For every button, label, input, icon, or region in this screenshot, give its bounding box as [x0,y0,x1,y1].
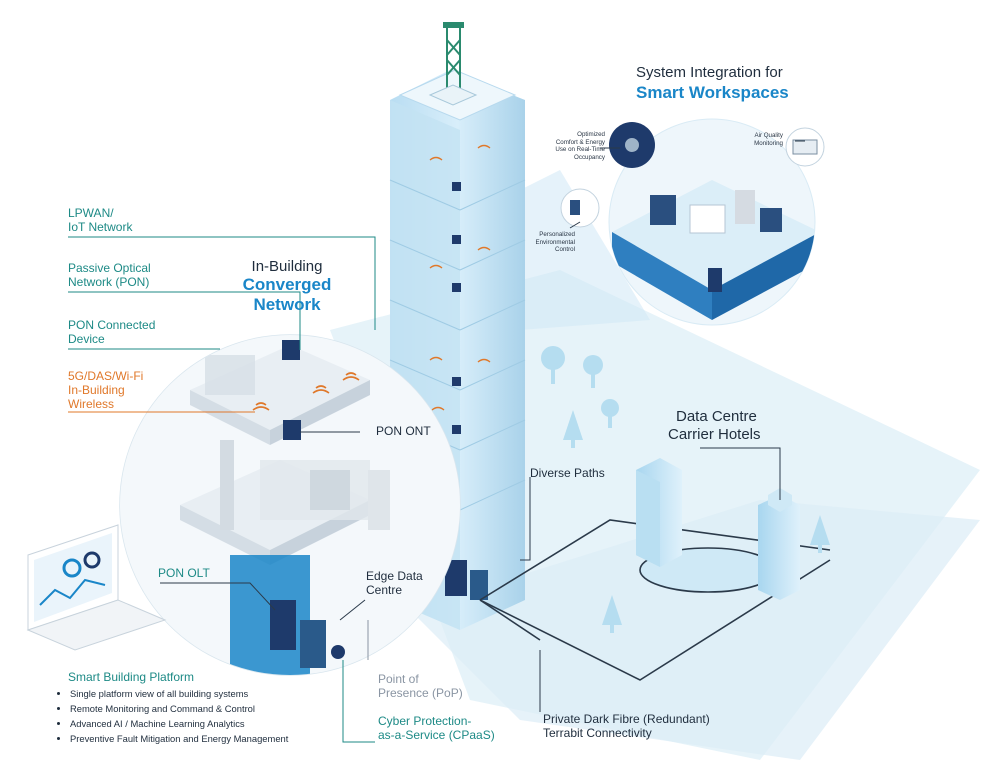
platform-bullet-list: Single platform view of all building sys… [58,686,288,746]
leader-lines [68,140,805,743]
label-pon: Passive Optical Network (PON) [68,261,151,290]
label-pon-connected: PON Connected Device [68,318,156,347]
platform-bullet: Preventive Fault Mitigation and Energy M… [70,731,288,746]
label-lpwan: LPWAN/ IoT Network [68,206,133,235]
label-pop: Point of Presence (PoP) [378,672,463,701]
inbuilding-title-line3: Network [253,295,321,314]
label-pon-olt: PON OLT [158,566,210,580]
label-dark-fibre: Private Dark Fibre (Redundant) Terrabit … [543,712,710,741]
trees [541,346,830,633]
callout-personalized: Personalized Environmental Control [535,231,575,253]
label-edge-data-centre: Edge Data Centre [366,569,423,598]
callout-occupancy: Optimized Comfort & Energy Use on Real-T… [555,131,605,161]
label-data-centre-line1: Data Centre [676,408,757,425]
in-building-circle [119,334,461,676]
label-cpaas: Cyber Protection- as-a-Service (CPaaS) [378,714,495,743]
laptop [26,524,167,651]
platform-title: Smart Building Platform [68,670,195,684]
platform-bullet: Advanced AI / Machine Learning Analytics [70,716,288,731]
callout-air-quality: Air Quality Monitoring [754,132,783,147]
workspaces-title-line2: Smart Workspaces [636,83,789,102]
inbuilding-title-line2: Converged [242,275,332,294]
inbuilding-title-line1: In-Building [251,258,323,275]
platform-bullet: Single platform view of all building sys… [70,686,288,701]
data-centre-buildings [636,458,800,600]
label-diverse-paths: Diverse Paths [530,466,605,480]
workspaces-title-line1: System Integration for [636,64,783,81]
platform-bullet: Remote Monitoring and Command & Control [70,701,288,716]
label-pon-ont: PON ONT [376,424,431,438]
label-wireless: 5G/DAS/Wi-Fi In-Building Wireless [68,369,144,412]
workspace-circle [560,118,825,326]
label-data-centre-line2: Carrier Hotels [668,426,761,443]
